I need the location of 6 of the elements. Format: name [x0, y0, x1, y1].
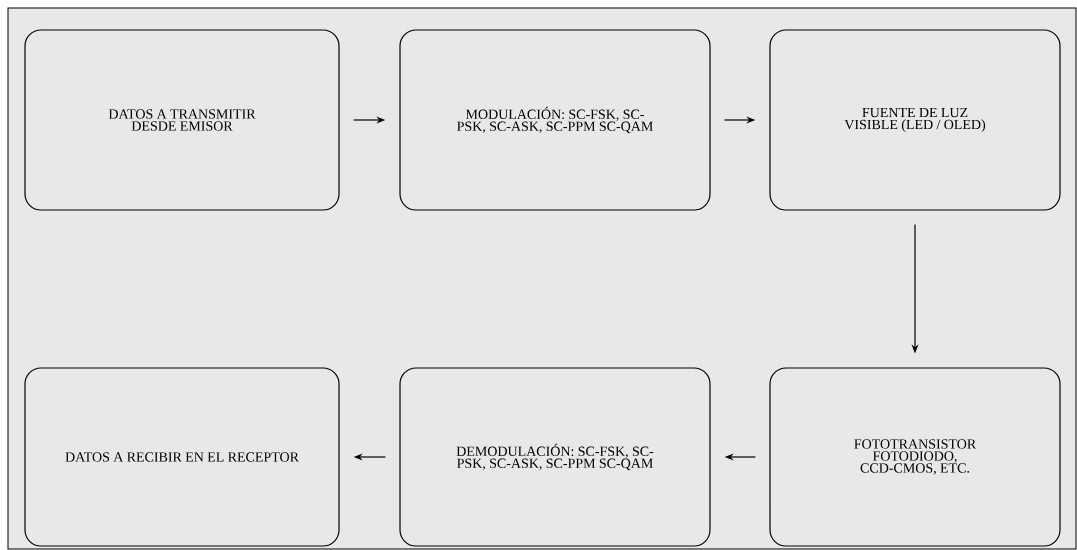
process-box: FOTOTRANSISTOR FOTODIODO, CCD-CMOS, ETC. [769, 367, 1061, 547]
process-box: FUENTE DE LUZ VISIBLE (LED / OLED) [769, 29, 1061, 211]
process-box: MODULACIÓN: SC-FSK, SC-PSK, SC-ASK, SC-PPM SC-QAM [399, 29, 711, 211]
process-box: DATOS A TRANSMITIR DESDE EMISOR [24, 29, 340, 211]
process-box: DATOS A RECIBIR EN EL RECEPTOR [24, 367, 340, 547]
process-box: DEMODULACIÓN: SC-FSK, SC-PSK, SC-ASK, SC-PPM SC-QAM [399, 367, 711, 547]
